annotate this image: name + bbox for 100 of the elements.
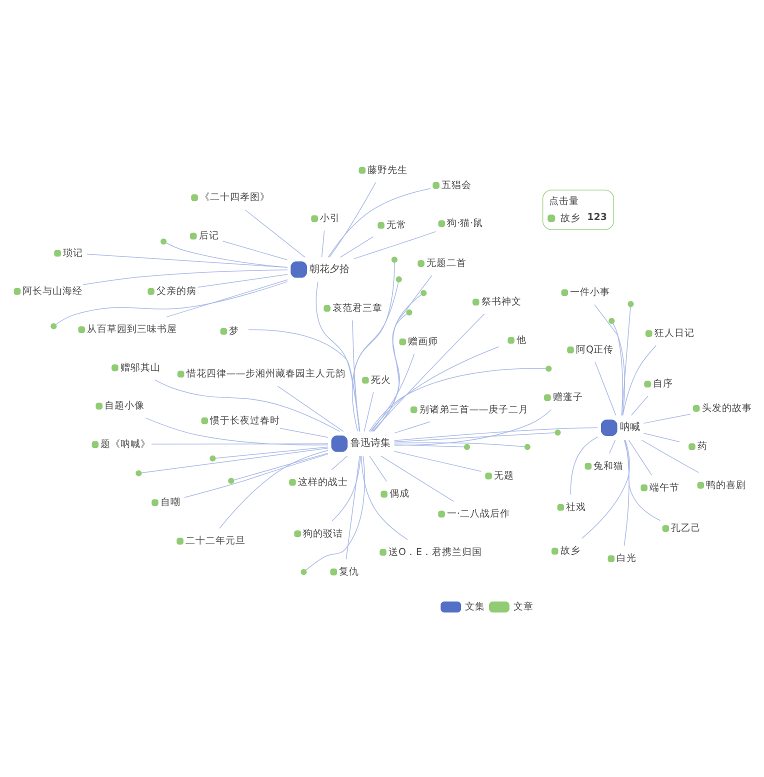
connector xyxy=(364,392,374,432)
node-label: 阿长与山海经 xyxy=(22,286,83,297)
connector xyxy=(56,281,288,325)
node-label: 惜花四律——步湘州藏春园主人元韵 xyxy=(186,368,346,380)
node-label: 自序 xyxy=(653,378,674,390)
node-label: 哀范君三章 xyxy=(332,302,383,314)
connector xyxy=(394,451,482,472)
connector xyxy=(594,304,626,416)
node-label: 藤野先生 xyxy=(368,164,408,176)
connector xyxy=(394,409,552,446)
connector xyxy=(373,275,432,432)
node-circle xyxy=(391,256,398,263)
connector xyxy=(82,269,288,286)
node-label: 呐喊 xyxy=(620,422,640,434)
node-label: 鲁迅诗集 xyxy=(350,438,390,450)
node-label: 无题二首 xyxy=(426,258,467,270)
connector xyxy=(394,432,556,442)
node-label: 五猖会 xyxy=(442,180,472,191)
node-label: 题《呐喊》 xyxy=(100,439,151,450)
node-label: 别诸弟三首——庚子二月 xyxy=(419,404,528,416)
connector xyxy=(219,450,328,529)
node-label: 无题 xyxy=(494,470,514,482)
connector xyxy=(368,368,546,432)
node-label: 复仇 xyxy=(339,566,360,578)
node-circle xyxy=(396,276,402,282)
legend-label: 文集 xyxy=(465,602,486,613)
node-label: 惯于长夜过春时 xyxy=(210,415,280,426)
node-label: 一件小事 xyxy=(570,287,610,298)
connector xyxy=(394,421,430,434)
node-label: 这样的战士 xyxy=(298,476,348,488)
node-circle xyxy=(406,309,412,316)
connector xyxy=(346,456,360,560)
node-circle xyxy=(464,444,470,450)
node-box: 点击量 故乡 123 xyxy=(542,190,614,230)
node-circle xyxy=(608,318,615,324)
connector xyxy=(215,446,328,459)
connector xyxy=(371,354,415,432)
node-label: 朝花夕拾 xyxy=(310,264,350,275)
node-label: 一·二八战后作 xyxy=(447,508,510,520)
node-label: 后记 xyxy=(198,230,219,242)
connector xyxy=(370,346,500,432)
connector xyxy=(594,362,616,416)
node-label: 兔和猫 xyxy=(594,460,624,472)
node-circle xyxy=(136,470,142,476)
node-circle xyxy=(420,290,427,296)
node-label: 自题小像 xyxy=(104,400,145,412)
connector xyxy=(248,329,360,432)
node-label: 鸭的喜剧 xyxy=(706,480,746,491)
connector xyxy=(373,314,408,432)
node-circle xyxy=(524,444,530,450)
connector xyxy=(244,210,306,258)
connector xyxy=(394,427,598,441)
node-circle xyxy=(546,366,552,372)
connector xyxy=(360,456,408,540)
node-label: 狂人日记 xyxy=(654,328,694,340)
connector xyxy=(582,440,630,539)
connector xyxy=(331,456,348,470)
connector xyxy=(332,456,362,522)
node-label: 小引 xyxy=(320,213,340,224)
node-label: 送O．E．君携兰归国 xyxy=(388,546,482,558)
connector xyxy=(321,230,325,258)
connector xyxy=(277,386,344,432)
connector xyxy=(353,231,436,260)
node-circle xyxy=(50,323,57,330)
node-circle xyxy=(300,568,307,576)
connector xyxy=(394,444,465,448)
node-circle xyxy=(628,300,634,308)
node-label: 狗·猫·鼠 xyxy=(447,218,484,230)
connector xyxy=(146,418,328,446)
connector xyxy=(369,456,387,482)
node-label: 社戏 xyxy=(566,502,586,513)
connector xyxy=(631,396,648,416)
connector xyxy=(166,279,288,318)
connector xyxy=(641,440,700,473)
node-label: 白光 xyxy=(616,553,637,564)
node-label: 端午节 xyxy=(650,482,680,494)
legend-label: 文章 xyxy=(514,602,534,613)
connector xyxy=(643,432,680,442)
connector xyxy=(234,452,328,480)
node-label: 琐记 xyxy=(62,248,83,259)
node-label: 自嘲 xyxy=(160,497,180,508)
connector xyxy=(340,236,374,258)
connector xyxy=(622,345,657,416)
connector xyxy=(373,294,422,432)
connector xyxy=(197,274,288,288)
connector xyxy=(141,448,329,474)
connector xyxy=(643,414,691,424)
connector xyxy=(380,456,454,502)
node-label: 他 xyxy=(516,334,527,346)
connector xyxy=(306,456,365,570)
connector xyxy=(280,428,328,438)
connector xyxy=(609,440,616,454)
node-label: 药 xyxy=(697,441,708,452)
node-label: 《二十四孝图》 xyxy=(200,192,270,204)
node-label: 孔乙己 xyxy=(671,523,702,534)
node-label: 赠画师 xyxy=(408,336,438,348)
node-label: 头发的故事 xyxy=(702,402,752,414)
connector xyxy=(222,240,288,260)
node-label: 从百草园到三味书屋 xyxy=(87,324,178,336)
connector xyxy=(628,440,652,476)
